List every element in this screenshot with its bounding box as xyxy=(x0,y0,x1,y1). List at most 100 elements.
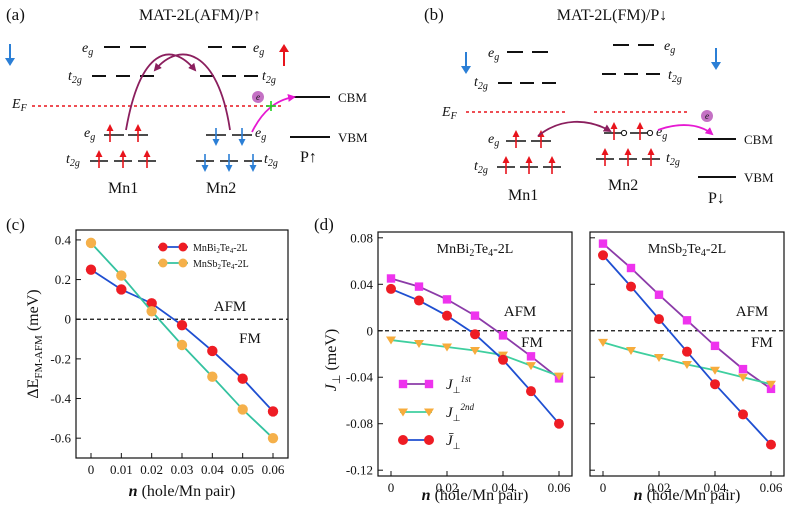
cbm-label: CBM xyxy=(744,132,773,147)
y-tick-label: -0.2 xyxy=(50,351,71,366)
y-tick-label: -0.08 xyxy=(346,416,373,431)
spin-down-arrow-icon xyxy=(225,154,233,172)
subplot-title: MnSb2Te4-2L xyxy=(648,242,726,259)
x-tick-label: 0.06 xyxy=(262,462,285,477)
data-point xyxy=(116,270,127,281)
data-point xyxy=(267,432,279,444)
mn1-spin-up-arrows xyxy=(95,124,151,168)
data-point xyxy=(710,379,720,390)
x-tick-label: 0.06 xyxy=(548,480,571,495)
data-point xyxy=(654,353,664,362)
svg-text:eg: eg xyxy=(656,125,667,142)
spin-arrow-head xyxy=(119,150,127,157)
spin-arrow-head xyxy=(212,139,220,146)
electron-transfer-arrow xyxy=(657,124,714,136)
afm-label-d-left: AFM xyxy=(504,304,537,320)
svg-text:e: e xyxy=(705,111,709,121)
y-tick-label: -0.12 xyxy=(346,463,373,478)
y-tick-label: 0.08 xyxy=(350,230,373,245)
data-point xyxy=(470,311,480,320)
spin-up-arrow-icon xyxy=(624,148,632,166)
subplot-title: MnBi2Te4-2L xyxy=(437,242,514,259)
fm-label-d-left: FM xyxy=(521,335,543,351)
fm-label: FM xyxy=(239,331,261,347)
data-point xyxy=(146,298,157,309)
x-axis-label: n (hole/Mn pair) xyxy=(634,487,741,504)
data-point xyxy=(207,371,218,382)
spin-arrow-head xyxy=(249,165,257,172)
spin-up-arrow-icon xyxy=(525,156,533,174)
legend-marker xyxy=(158,258,168,268)
y-tick-label: 0 xyxy=(65,312,72,327)
afm-label: AFM xyxy=(214,299,247,315)
data-point xyxy=(176,339,188,351)
data-point xyxy=(207,345,218,357)
mn2-label: Mn2 xyxy=(206,180,236,197)
data-point xyxy=(470,347,480,356)
data-point xyxy=(710,366,720,375)
data-point xyxy=(682,360,692,369)
electron-icon xyxy=(701,110,713,122)
svg-text:t2g: t2g xyxy=(668,68,682,85)
data-point xyxy=(146,306,157,317)
y-tick-label: -0.04 xyxy=(346,370,374,385)
spin-up-arrow-icon xyxy=(610,122,618,140)
x-tick-label: 0.01 xyxy=(110,462,133,477)
y-axis-label: J⊥ (meV) xyxy=(323,329,343,391)
data-point xyxy=(498,331,508,340)
mn2-spin-down-arrows xyxy=(201,128,257,172)
data-point xyxy=(766,380,776,389)
cbm-label: CBM xyxy=(338,90,367,105)
data-point xyxy=(682,316,692,325)
plot-frame-d-right xyxy=(589,231,785,477)
t2g-label: t2g xyxy=(68,69,82,86)
data-point xyxy=(738,364,748,374)
data-point xyxy=(766,439,776,450)
spin-arrow-head xyxy=(502,156,510,163)
spin-up-arrow-icon xyxy=(548,156,556,174)
spin-arrow-head xyxy=(636,122,644,129)
data-point xyxy=(598,239,608,248)
mn1-label: Mn1 xyxy=(108,180,138,197)
polarization-label: P↓ xyxy=(708,190,725,207)
data-point xyxy=(386,274,396,283)
electron-icon xyxy=(252,91,264,103)
spin-up-arrow-icon xyxy=(502,156,510,174)
spin-down-arrow-icon xyxy=(249,154,257,172)
svg-text:eg: eg xyxy=(488,46,499,63)
panel-b-label: (b) xyxy=(424,5,444,24)
spin-arrow-head xyxy=(512,130,520,137)
svg-text:eg: eg xyxy=(488,132,499,149)
x-tick-label: 0.03 xyxy=(171,462,194,477)
svg-text:t2g: t2g xyxy=(474,75,488,92)
legend-marker xyxy=(158,242,168,252)
data-point xyxy=(398,408,408,417)
spin-down-arrow-icon xyxy=(212,128,220,146)
svg-text:t2g: t2g xyxy=(666,151,680,168)
x-tick-label: 0.04 xyxy=(492,480,515,495)
spin-up-arrow-icon xyxy=(106,124,114,142)
spin-arrow-head xyxy=(106,124,114,131)
data-point xyxy=(738,373,748,382)
x-tick-label: 0.02 xyxy=(648,480,671,495)
y-tick-label: 0.04 xyxy=(350,277,373,292)
data-point xyxy=(398,435,408,445)
afm-label-d-right: AFM xyxy=(736,304,769,320)
hole-icon xyxy=(620,129,628,137)
svg-text:EF: EF xyxy=(441,105,458,122)
spin-up-arrow-icon xyxy=(647,148,655,166)
x-tick-label: 0 xyxy=(600,480,607,495)
hop-arrow-mn1-to-mn2 xyxy=(537,120,612,137)
spin-arrow-head xyxy=(95,150,103,157)
y-tick-label: 0 xyxy=(367,323,374,338)
x-tick-label: 0 xyxy=(388,480,395,495)
data-point xyxy=(598,338,608,347)
svg-text:t2g: t2g xyxy=(474,159,488,176)
data-point xyxy=(498,354,508,365)
data-point xyxy=(626,281,636,292)
